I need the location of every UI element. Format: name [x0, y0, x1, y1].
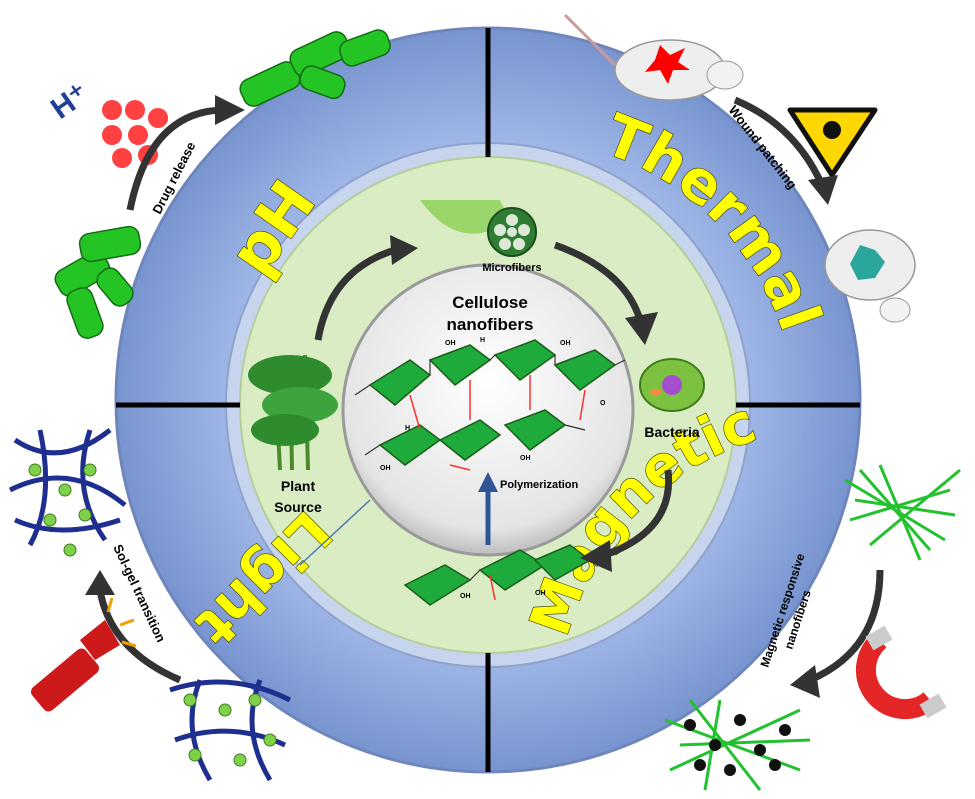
arrowhead — [790, 665, 820, 698]
microfiber-leaf — [420, 200, 510, 234]
mouse-bottom — [824, 229, 916, 323]
hazard-sign — [787, 107, 878, 178]
monomer-bond — [469, 569, 481, 581]
oh-label: OH — [380, 465, 391, 472]
polymerization-label: Polymerization — [500, 479, 579, 491]
red-drug-particles — [102, 100, 168, 168]
arrowhead — [580, 540, 612, 572]
arrow-bacteria-to-monomer — [603, 469, 673, 559]
cellulose-title-line1: Cellulose — [452, 293, 528, 312]
pointer-line — [299, 499, 371, 566]
microfibers-label: Microfibers — [482, 262, 541, 274]
oh-label: OH — [445, 340, 456, 347]
flashlight-icon — [30, 597, 137, 712]
green-micelle-cluster-bottom — [54, 225, 142, 339]
plant-label-line1: Plant — [281, 478, 316, 494]
bacteria-organelle — [650, 389, 662, 395]
polymerization-arrowhead — [478, 472, 498, 492]
arrowhead — [390, 235, 418, 265]
hydrogen-bonds — [409, 375, 586, 471]
drug-release-arrow — [126, 106, 226, 211]
oh-label: OH — [520, 455, 531, 462]
h-label: H — [480, 337, 485, 344]
arrow-microfibers-to-bacteria — [553, 241, 644, 322]
magnetic-particles — [684, 714, 791, 776]
green-nanofibers-top — [844, 464, 961, 561]
cellulose-monomer — [403, 544, 592, 606]
h-label: H — [405, 425, 410, 432]
horseshoe-magnet — [855, 625, 947, 720]
mouse-top — [563, 13, 744, 101]
arrowhead — [625, 312, 658, 345]
chain-links — [354, 354, 626, 456]
oh-label: OH — [535, 590, 546, 597]
oh-label: OH — [460, 593, 471, 600]
cellulose-title-line2: nanofibers — [447, 315, 534, 334]
arrowhead — [85, 570, 115, 595]
gel-particles-bottom — [183, 693, 277, 767]
arrow-plant-to-microfibers — [314, 246, 397, 341]
wound-patching-arrow — [733, 96, 826, 187]
gel-particles-top — [28, 463, 97, 557]
arrowhead — [808, 175, 838, 205]
cellulose-circle — [341, 263, 635, 557]
green-micelle-cluster-top — [239, 29, 391, 107]
plant-label-line2: Source — [274, 499, 322, 515]
bacteria-nucleus — [662, 375, 682, 395]
bacteria-label: Bacteria — [644, 424, 699, 440]
arrowhead — [215, 95, 245, 125]
bamboo-plant — [248, 354, 338, 471]
magnetic-arrow — [808, 569, 884, 684]
monomer-hbond — [489, 574, 496, 601]
o-label: O — [600, 400, 606, 407]
microfiber-strands — [494, 214, 530, 250]
h-plus-label: H⁺ — [45, 77, 95, 126]
oh-label: OH — [560, 340, 571, 347]
blue-gel-network-top — [8, 428, 127, 547]
